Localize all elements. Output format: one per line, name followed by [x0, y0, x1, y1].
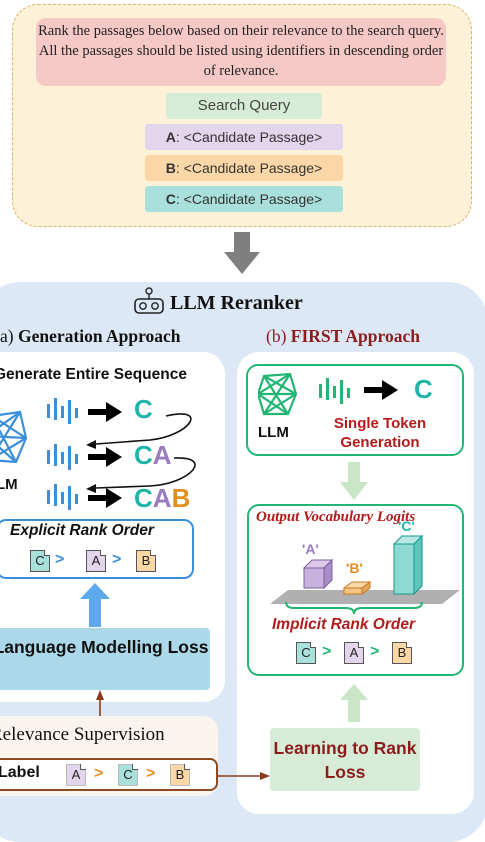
left-section-title: a) Generation Approach	[0, 326, 181, 347]
single-token-generation-label: Single Token Generation	[333, 415, 427, 451]
title-prefix: (b)	[266, 326, 287, 346]
logit-b-cube	[342, 581, 372, 595]
greater-than: >	[322, 643, 332, 660]
llm-label: LM	[0, 476, 18, 493]
logit-a-cube	[302, 558, 334, 590]
generated-output-3: CAB	[134, 483, 190, 514]
passage-id: C	[165, 191, 176, 207]
greater-than: >	[370, 643, 380, 660]
token-bars-icon	[47, 484, 78, 510]
rank-token-c: C	[296, 642, 316, 664]
logit-c-cube	[392, 534, 424, 596]
passage-text: : <Candidate Passage>	[175, 160, 323, 176]
passage-chip-a: A: <Candidate Passage>	[145, 124, 343, 150]
generate-sequence-heading: Generate Entire Sequence	[0, 366, 187, 383]
token-c: C	[134, 483, 153, 513]
logit-label-b: 'B'	[346, 560, 363, 576]
token-a: A	[152, 440, 172, 470]
connector-arrows	[96, 690, 270, 780]
logit-label-c: 'C'	[398, 518, 415, 534]
reranker-title: LLM Reranker	[170, 292, 303, 314]
neural-network-icon	[258, 372, 298, 416]
supervision-order: A > C > B	[60, 762, 210, 788]
explicit-rank-title: Explicit Rank Order	[10, 522, 154, 539]
llm-label: LLM	[258, 424, 289, 441]
rank-token-a: A	[344, 642, 364, 664]
right-arrow-icon	[88, 488, 122, 508]
language-modelling-loss: Language Modelling Loss	[0, 628, 210, 690]
up-arrow-icon	[340, 684, 368, 722]
generated-output-2: CA	[134, 440, 172, 471]
rank-token-b: B	[392, 642, 412, 664]
token-a: A	[152, 483, 172, 513]
logit-label-a: 'A'	[302, 541, 319, 557]
down-arrow-icon	[340, 462, 368, 500]
right-arrow-icon	[364, 380, 398, 400]
greater-than: >	[112, 551, 122, 568]
label-text: Label	[0, 764, 40, 781]
passage-chip-c: C: <Candidate Passage>	[145, 186, 343, 212]
implicit-rank-title: Implicit Rank Order	[272, 616, 415, 633]
rank-token-b: B	[136, 550, 156, 572]
rank-token-c: C	[118, 764, 138, 786]
passage-text: : <Candidate Passage>	[175, 191, 323, 207]
passage-chip-b: B: <Candidate Passage>	[145, 155, 343, 181]
token-bars-icon	[319, 378, 350, 404]
title-text: FIRST Approach	[290, 326, 420, 346]
rank-token-c: C	[30, 550, 50, 572]
brace-icon	[285, 601, 423, 615]
rank-token-a: A	[66, 764, 86, 786]
search-query-chip: Search Query	[166, 93, 322, 119]
title-text: Generation Approach	[17, 326, 181, 346]
vocab-logits-title: Output Vocabulary Logits	[256, 509, 416, 525]
learning-to-rank-loss: Learning to Rank Loss	[270, 728, 420, 791]
title-prefix: a)	[0, 326, 14, 346]
feedback-curves	[86, 413, 196, 493]
token-b: B	[171, 483, 191, 513]
right-arrow-icon	[88, 447, 122, 467]
passage-id: A	[165, 129, 176, 145]
token-bars-icon	[47, 398, 78, 424]
robot-icon	[134, 287, 164, 314]
implicit-rank-sequence: C > A > B	[260, 640, 450, 666]
up-arrow-icon	[80, 583, 110, 627]
right-arrow-icon	[88, 402, 122, 422]
relevance-supervision-title: Relevance Supervision	[0, 724, 165, 745]
down-arrow-icon	[224, 232, 260, 274]
greater-than: >	[55, 551, 65, 568]
neural-network-icon	[0, 410, 28, 464]
rank-token-b: B	[170, 764, 190, 786]
prompt-instruction: Rank the passages below based on their r…	[36, 18, 446, 86]
greater-than: >	[94, 765, 104, 782]
passage-text: : <Candidate Passage>	[175, 129, 323, 145]
logits-chart	[270, 534, 460, 604]
rank-token-a: A	[86, 550, 106, 572]
token-bars-icon	[47, 444, 78, 470]
token-c: C	[134, 394, 153, 424]
explicit-rank-sequence: C > A > B	[0, 548, 190, 574]
token-c: C	[134, 440, 153, 470]
right-section-title: (b) FIRST Approach	[266, 326, 420, 347]
generated-output-1: C	[134, 394, 153, 425]
greater-than: >	[146, 765, 156, 782]
single-output-token: C	[414, 374, 433, 404]
passage-id: B	[165, 160, 176, 176]
